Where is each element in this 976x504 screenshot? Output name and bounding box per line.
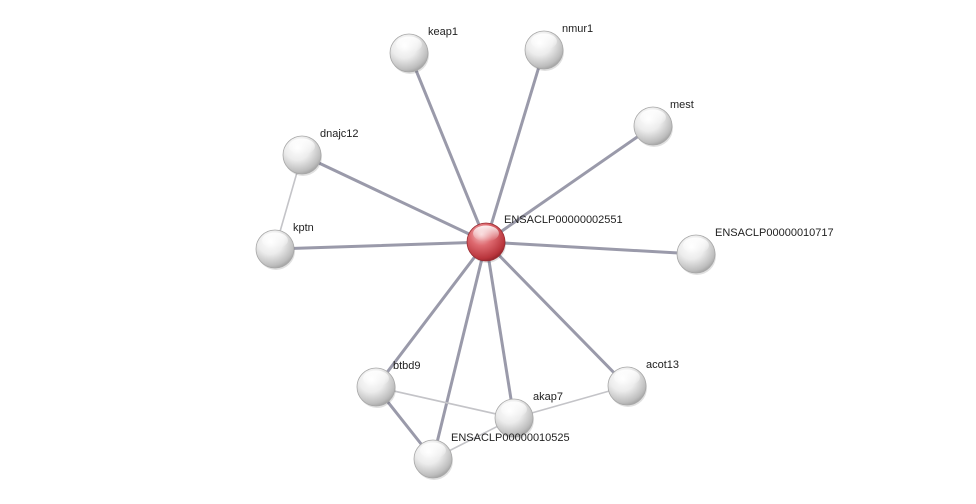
node-acot13[interactable] xyxy=(607,366,647,407)
node-highlight xyxy=(501,401,527,418)
edge-center-nmur1[interactable] xyxy=(484,48,546,244)
node-label-akap7: akap7 xyxy=(533,391,563,403)
edge-center-mest[interactable] xyxy=(484,124,655,244)
node-highlight xyxy=(262,232,288,249)
edge-center-ensaclp10525[interactable] xyxy=(431,240,488,461)
node-highlight xyxy=(531,33,557,50)
node-label-ensaclp10525: ENSACLP00000010525 xyxy=(451,432,570,444)
node-highlight xyxy=(683,237,709,254)
node-kptn[interactable] xyxy=(255,229,295,270)
node-ensaclp10717[interactable] xyxy=(676,234,716,275)
node-label-dnajc12: dnajc12 xyxy=(320,128,359,140)
node-label-nmur1: nmur1 xyxy=(562,23,593,35)
edge-center-akap7[interactable] xyxy=(484,240,516,420)
nodes-layer xyxy=(255,30,716,480)
node-highlight xyxy=(420,442,446,459)
node-label-mest: mest xyxy=(670,99,694,111)
edge-center-acot13[interactable] xyxy=(484,240,629,388)
node-center[interactable] xyxy=(466,222,506,263)
node-keap1[interactable] xyxy=(389,33,429,74)
edge-center-kptn[interactable] xyxy=(273,240,488,251)
node-highlight xyxy=(289,138,315,155)
node-label-ensaclp10717: ENSACLP00000010717 xyxy=(715,227,834,239)
edge-center-ensaclp10717[interactable] xyxy=(484,240,698,256)
node-highlight xyxy=(473,225,499,242)
node-btbd9[interactable] xyxy=(356,367,396,408)
node-ensaclp10525[interactable] xyxy=(413,439,453,480)
node-label-acot13: acot13 xyxy=(646,359,679,371)
node-nmur1[interactable] xyxy=(524,30,564,71)
edge-center-keap1[interactable] xyxy=(407,51,488,244)
edge-btbd9-akap7[interactable] xyxy=(375,386,515,419)
node-highlight xyxy=(363,370,389,387)
edge-center-btbd9[interactable] xyxy=(374,240,488,389)
node-label-kptn: kptn xyxy=(293,222,314,234)
node-highlight xyxy=(396,36,422,53)
node-label-center: ENSACLP00000002551 xyxy=(504,214,623,226)
node-dnajc12[interactable] xyxy=(282,135,322,176)
node-label-keap1: keap1 xyxy=(428,26,458,38)
node-akap7[interactable] xyxy=(494,398,534,439)
edge-akap7-acot13[interactable] xyxy=(513,385,628,419)
node-label-btbd9: btbd9 xyxy=(393,360,421,372)
edge-center-dnajc12[interactable] xyxy=(300,153,488,244)
node-highlight xyxy=(614,369,640,386)
node-highlight xyxy=(640,109,666,126)
node-mest[interactable] xyxy=(633,106,673,147)
